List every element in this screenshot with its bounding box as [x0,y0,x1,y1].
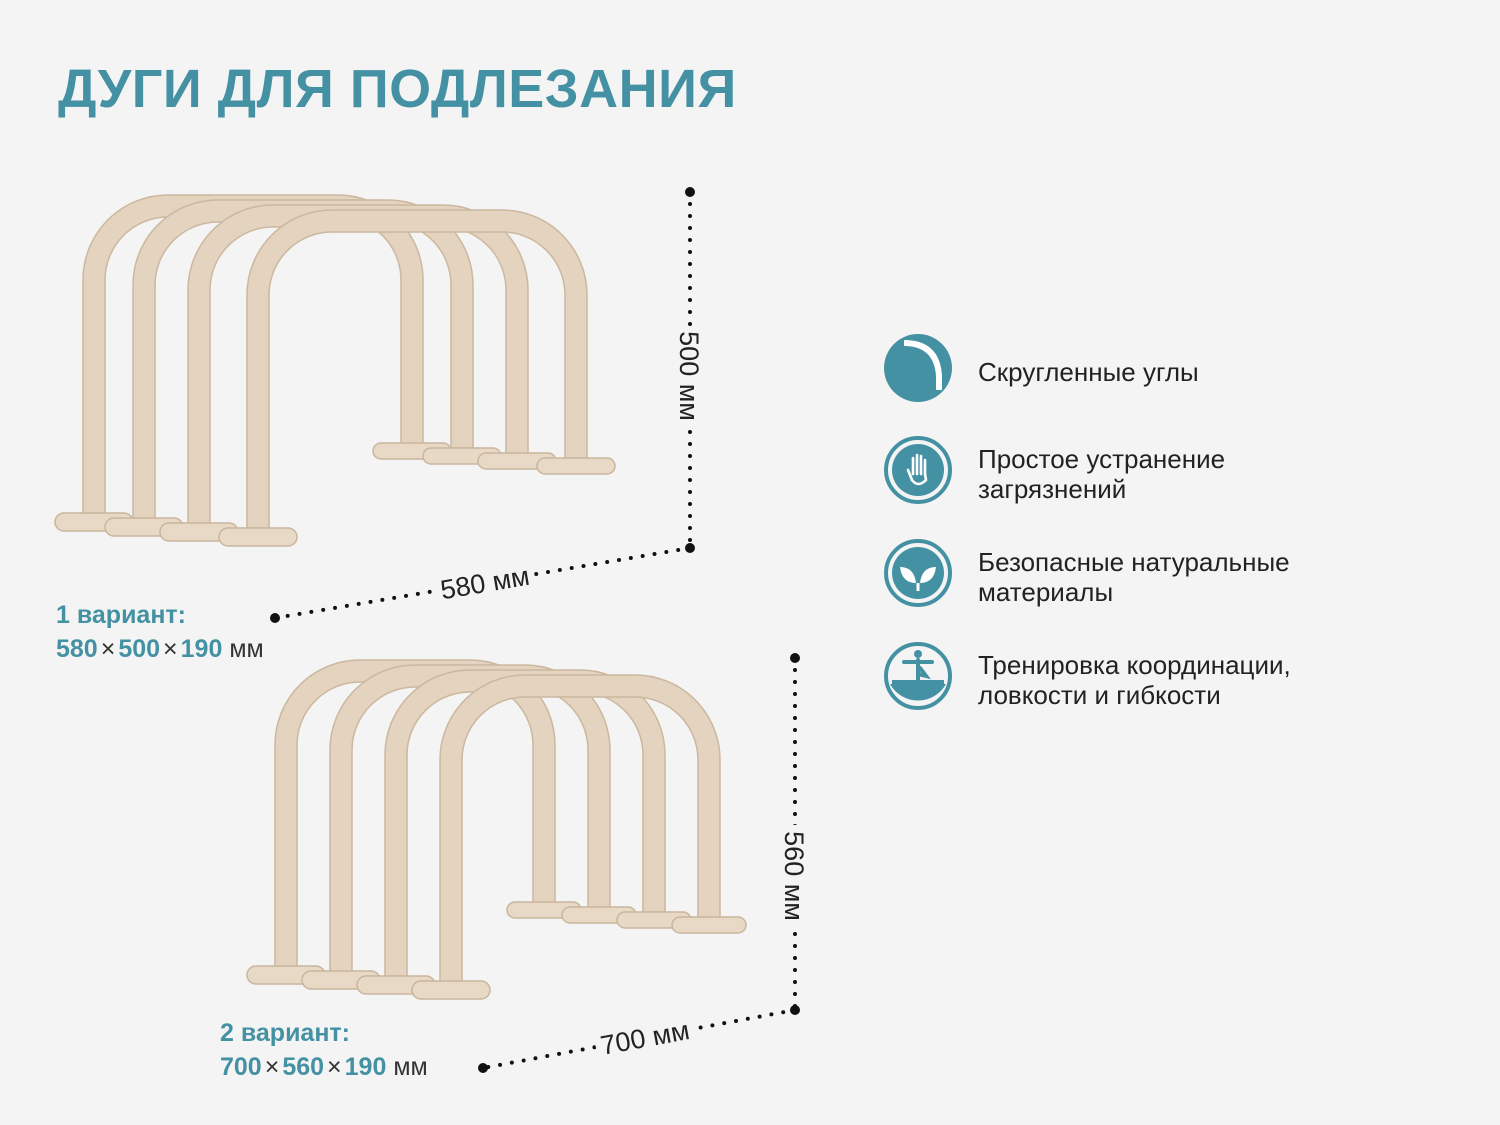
dim-height: 500 [118,635,161,663]
feature-item: Скругленные углы [882,332,1402,412]
height-label-2: 560 мм [779,831,809,921]
dim-depth: 190 [180,635,223,663]
arch-set-variant-2 [246,659,747,1000]
rounded-corner-icon [884,334,952,402]
leaf-icon [884,539,952,607]
width-dimension-line-1 [273,546,692,620]
feature-text: Безопасные натуральные материалы [978,547,1290,607]
dim-depth: 190 [344,1053,387,1081]
page-title: ДУГИ ДЛЯ ПОДЛЕЗАНИЯ [58,59,737,119]
dim-unit: мм [229,635,264,663]
feature-item: Тренировка координации, ловкости и гибко… [882,640,1402,720]
feature-text: Скругленные углы [978,357,1199,387]
feature-text: Простое устранение загрязнений [978,444,1226,504]
feature-item: Безопасные натуральные материалы [882,537,1402,617]
hand-cleaning-icon [884,436,952,504]
dim-unit: мм [393,1053,428,1081]
balance-figure-icon [884,642,952,710]
variant-1-label: 1 вариант: [56,601,187,629]
arch-set-variant-1 [54,194,616,547]
variant-1-dims: 580×500×190 мм [56,635,264,663]
variant-2-spec: 2 вариант: 700×560×190 мм [220,1016,428,1084]
variant-2-dims: 700×560×190 мм [220,1053,428,1081]
dim-width: 700 [220,1053,262,1081]
variant-1-spec: 1 вариант: 580×500×190 мм [56,598,264,666]
variant-2-label: 2 вариант: [220,1019,351,1047]
feature-item: Простое устранение загрязнений [882,434,1402,514]
dim-height: 560 [282,1053,325,1081]
width-dimension-line-2 [481,1008,797,1070]
feature-text: Тренировка координации, ловкости и гибко… [978,650,1291,710]
height-label-1: 500 мм [674,331,704,421]
dim-width: 580 [56,635,98,663]
